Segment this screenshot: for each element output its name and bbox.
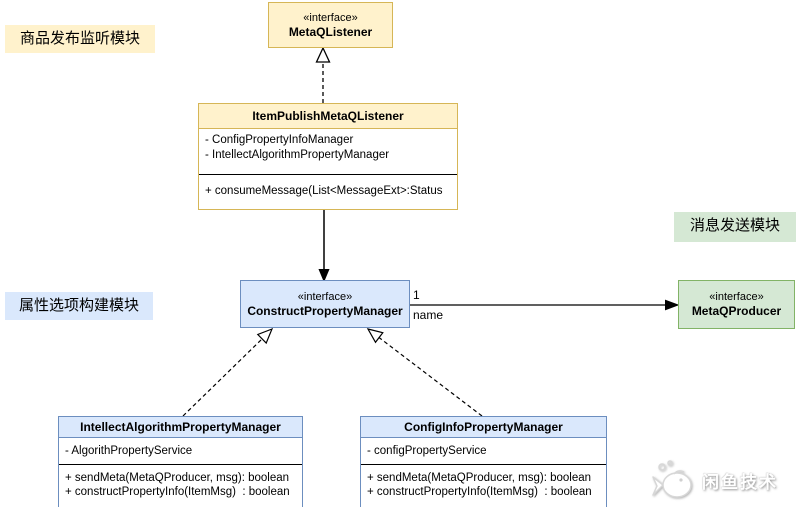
- methods-section: + sendMeta(MetaQProducer, msg): boolean …: [361, 464, 606, 508]
- methods-section: + sendMeta(MetaQProducer, msg): boolean …: [59, 464, 302, 508]
- module-label-product-publish-listener: 商品发布监听模块: [5, 25, 155, 53]
- filled-arrowhead-down-icon: [318, 269, 330, 283]
- hollow-triangle-arrowhead-icon: [366, 328, 384, 344]
- class-box-itempublishmetaqlistener: ItemPublishMetaQListener - ConfigPropert…: [198, 103, 458, 210]
- class-name: MetaQProducer: [691, 304, 782, 318]
- stereotype-label: «interface»: [709, 291, 764, 303]
- method-row: + sendMeta(MetaQProducer, msg): boolean: [367, 472, 592, 484]
- hollow-triangle-arrowhead-icon: [315, 46, 331, 63]
- watermark-text: 闲鱼技术: [702, 472, 778, 492]
- field-row: - IntellectAlgorithmPropertyManager: [205, 149, 390, 161]
- stereotype-label: «interface»: [297, 290, 353, 303]
- class-name: MetaQListener: [288, 24, 373, 39]
- methods-section: + consumeMessage(List<MessageExt>:Status: [199, 174, 457, 209]
- class-box-configinfopropertymanager: ConfigInfoPropertyManager - configProper…: [360, 416, 607, 508]
- class-name: ConfigInfoPropertyManager: [361, 417, 606, 437]
- realization-edge-intellect-to-constructpm: [182, 338, 263, 417]
- method-row: + constructPropertyInfo(ItemMsg) : boole…: [367, 486, 592, 498]
- class-box-constructpropertymanager: «interface» ConstructPropertyManager: [240, 280, 410, 328]
- class-box-metaqlistener: «interface» MetaQListener: [268, 2, 393, 48]
- class-box-intellectalgorithmpropertymanager: IntellectAlgorithmPropertyManager - Algo…: [58, 416, 303, 508]
- module-label-message-send: 消息发送模块: [674, 212, 796, 242]
- xianyu-fish-icon: [652, 460, 692, 498]
- stereotype-label: «interface»: [303, 11, 358, 24]
- field-row: - AlgorithPropertyService: [65, 445, 193, 457]
- realization-edge-configinfo-to-constructpm: [378, 337, 483, 417]
- fields-section: - AlgorithPropertyService: [59, 437, 302, 464]
- field-row: - ConfigPropertyInfoManager: [205, 134, 354, 146]
- edge-multiplicity-label: 1: [413, 288, 420, 302]
- method-row: + sendMeta(MetaQProducer, msg): boolean: [65, 472, 290, 484]
- module-label-property-option-build: 属性选项构建模块: [5, 292, 153, 320]
- filled-arrowhead-right-icon: [665, 299, 680, 311]
- class-name: ConstructPropertyManager: [247, 303, 403, 318]
- fields-section: - configPropertyService: [361, 437, 606, 464]
- class-name: IntellectAlgorithmPropertyManager: [59, 417, 302, 437]
- edge-role-label: name: [413, 308, 444, 322]
- method-row: + consumeMessage(List<MessageExt>:Status: [205, 185, 443, 197]
- class-box-metaqproducer: «interface» MetaQProducer: [678, 280, 795, 329]
- hollow-triangle-arrowhead-icon: [256, 327, 274, 345]
- class-name: ItemPublishMetaQListener: [199, 104, 457, 128]
- watermark: 闲鱼技术: [650, 458, 778, 502]
- method-row: + constructPropertyInfo(ItemMsg) : boole…: [65, 486, 290, 498]
- field-row: - configPropertyService: [367, 445, 487, 457]
- fields-section: - ConfigPropertyInfoManager - IntellectA…: [199, 128, 457, 174]
